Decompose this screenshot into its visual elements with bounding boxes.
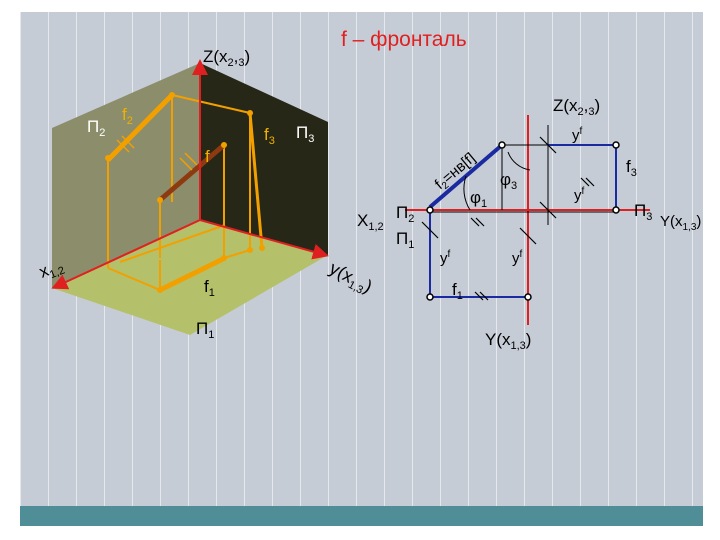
angle-arc-phi3 <box>507 151 531 171</box>
segment-f3-profile <box>248 112 264 249</box>
projection-lines <box>430 125 616 225</box>
label-f1-left: f1 <box>204 277 215 299</box>
plane-p3 <box>200 63 328 255</box>
label-f2-left: f2 <box>122 105 133 127</box>
label-plane-p1: П1 <box>196 319 214 341</box>
segment-f-space <box>158 143 226 202</box>
points-left <box>105 92 265 293</box>
tick-marks-right <box>421 136 595 301</box>
label-p2-right: П2 <box>396 203 414 225</box>
label-y-axis-left: y(x1,3) <box>325 258 376 300</box>
label-yf-top: yf <box>572 126 583 144</box>
label-f1-right: f1 <box>452 280 463 302</box>
label-plane-p3: П3 <box>296 123 314 145</box>
label-f-space: f <box>205 147 210 166</box>
axis-y-left <box>199 219 329 260</box>
label-f3-right: f3 <box>626 157 637 179</box>
label-f3-left: f3 <box>264 125 275 147</box>
spatial-model <box>51 59 329 335</box>
label-p1-right: П1 <box>396 229 414 251</box>
plane-p2 <box>52 63 200 288</box>
label-z-axis-right: Z(x2,3) <box>553 96 600 118</box>
label-y-axis-right: Y(x1,3) <box>660 213 701 233</box>
label-x-axis-right: X1,2 <box>357 211 384 233</box>
label-p3-right: П3 <box>634 201 652 223</box>
label-yf-left: yf <box>440 249 451 267</box>
footer-bar <box>20 506 703 526</box>
segment-f2-frontal <box>106 92 175 162</box>
epure-drawing <box>405 115 650 325</box>
label-phi3: φ3 <box>500 170 517 192</box>
angle-arc-phi1 <box>463 175 471 211</box>
label-y-axis-bottom: Y(x1,3) <box>485 330 531 352</box>
label-yf-mid: yf <box>574 186 585 204</box>
segment-f1-horizontal <box>158 255 227 293</box>
label-yf-right: yf <box>512 249 523 267</box>
tick-marks-left <box>116 135 198 171</box>
label-plane-p2: П2 <box>87 117 105 139</box>
axis-x-left <box>51 219 201 290</box>
slide-title: f – фронталь <box>341 28 467 51</box>
label-phi1: φ1 <box>470 188 487 210</box>
label-z-axis-left: Z(x2,3) <box>203 47 250 69</box>
points-right <box>426 141 620 301</box>
